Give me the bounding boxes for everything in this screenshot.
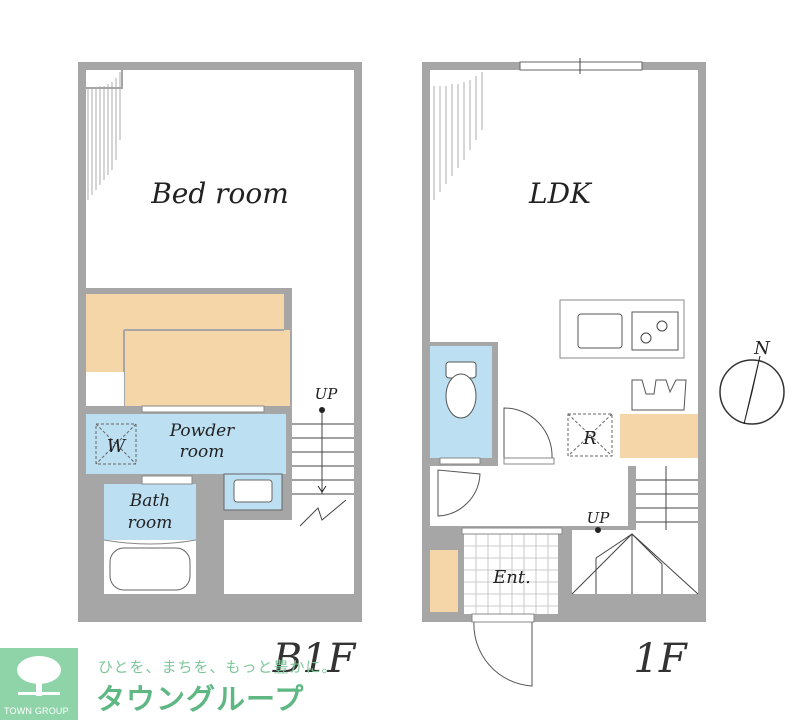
fridge-icon bbox=[567, 413, 613, 457]
f1-entrance bbox=[464, 534, 558, 614]
powder-room-label-line1: Powder bbox=[169, 421, 235, 441]
f1-ldk-floor bbox=[430, 70, 698, 318]
b1f-bath-room bbox=[104, 484, 196, 540]
b1f-floor-label: B1F bbox=[272, 636, 357, 682]
logo-text: TOWN GROUP bbox=[4, 706, 69, 716]
brand-tagline: ひとを、まちを、もっと豊かに。 bbox=[98, 658, 338, 676]
f1-up-label: UP bbox=[587, 509, 611, 527]
entrance-tile-grid bbox=[464, 534, 558, 614]
b1f-corner-wall bbox=[86, 70, 123, 89]
tree-icon bbox=[17, 656, 61, 696]
f1-storage bbox=[620, 414, 698, 458]
bath-room-label-line1: Bath bbox=[129, 491, 170, 511]
b1f-under-stair-storage bbox=[224, 520, 354, 594]
f1-floor-label: 1F bbox=[633, 636, 687, 682]
bedroom-label: Bed room bbox=[150, 177, 289, 210]
fridge-label: R bbox=[582, 428, 597, 449]
washer-icon bbox=[95, 423, 137, 465]
compass-label: N bbox=[753, 338, 771, 359]
ldk-label: LDK bbox=[528, 177, 593, 210]
bath-room-label-line2: room bbox=[128, 513, 173, 533]
b1f-plan: Bed room Powder room Bath room W UP B1F bbox=[78, 62, 362, 682]
brand-name: タウングループ bbox=[96, 682, 305, 716]
entrance-label: Ent. bbox=[492, 567, 531, 588]
f1-window-hatch bbox=[433, 72, 483, 200]
f1-shoe-storage bbox=[430, 550, 458, 612]
bathtub-icon bbox=[109, 547, 191, 591]
b1f-right-interior bbox=[292, 70, 354, 410]
b1f-sliding-door bbox=[141, 405, 265, 413]
powder-room-label-line2: room bbox=[180, 442, 225, 462]
cooktop-icon bbox=[631, 311, 679, 351]
b1f-up-label: UP bbox=[315, 385, 339, 403]
f1-chair-icon bbox=[631, 379, 687, 411]
b1f-window-hatch bbox=[87, 72, 121, 200]
f1-door-swing-2 bbox=[437, 469, 481, 517]
b1f-stairs bbox=[292, 410, 354, 526]
f1-entrance-door bbox=[473, 619, 533, 687]
washer-label: W bbox=[107, 436, 127, 457]
f1-plan: LDK R Ent. UP 1F bbox=[422, 58, 706, 687]
kitchen-sink bbox=[577, 313, 623, 349]
town-group-logo: TOWN GROUP bbox=[0, 648, 78, 720]
b1f-closet-lower bbox=[124, 330, 290, 406]
toilet-icon bbox=[445, 373, 477, 419]
north-compass-icon: N bbox=[719, 338, 785, 425]
f1-window bbox=[519, 61, 643, 71]
